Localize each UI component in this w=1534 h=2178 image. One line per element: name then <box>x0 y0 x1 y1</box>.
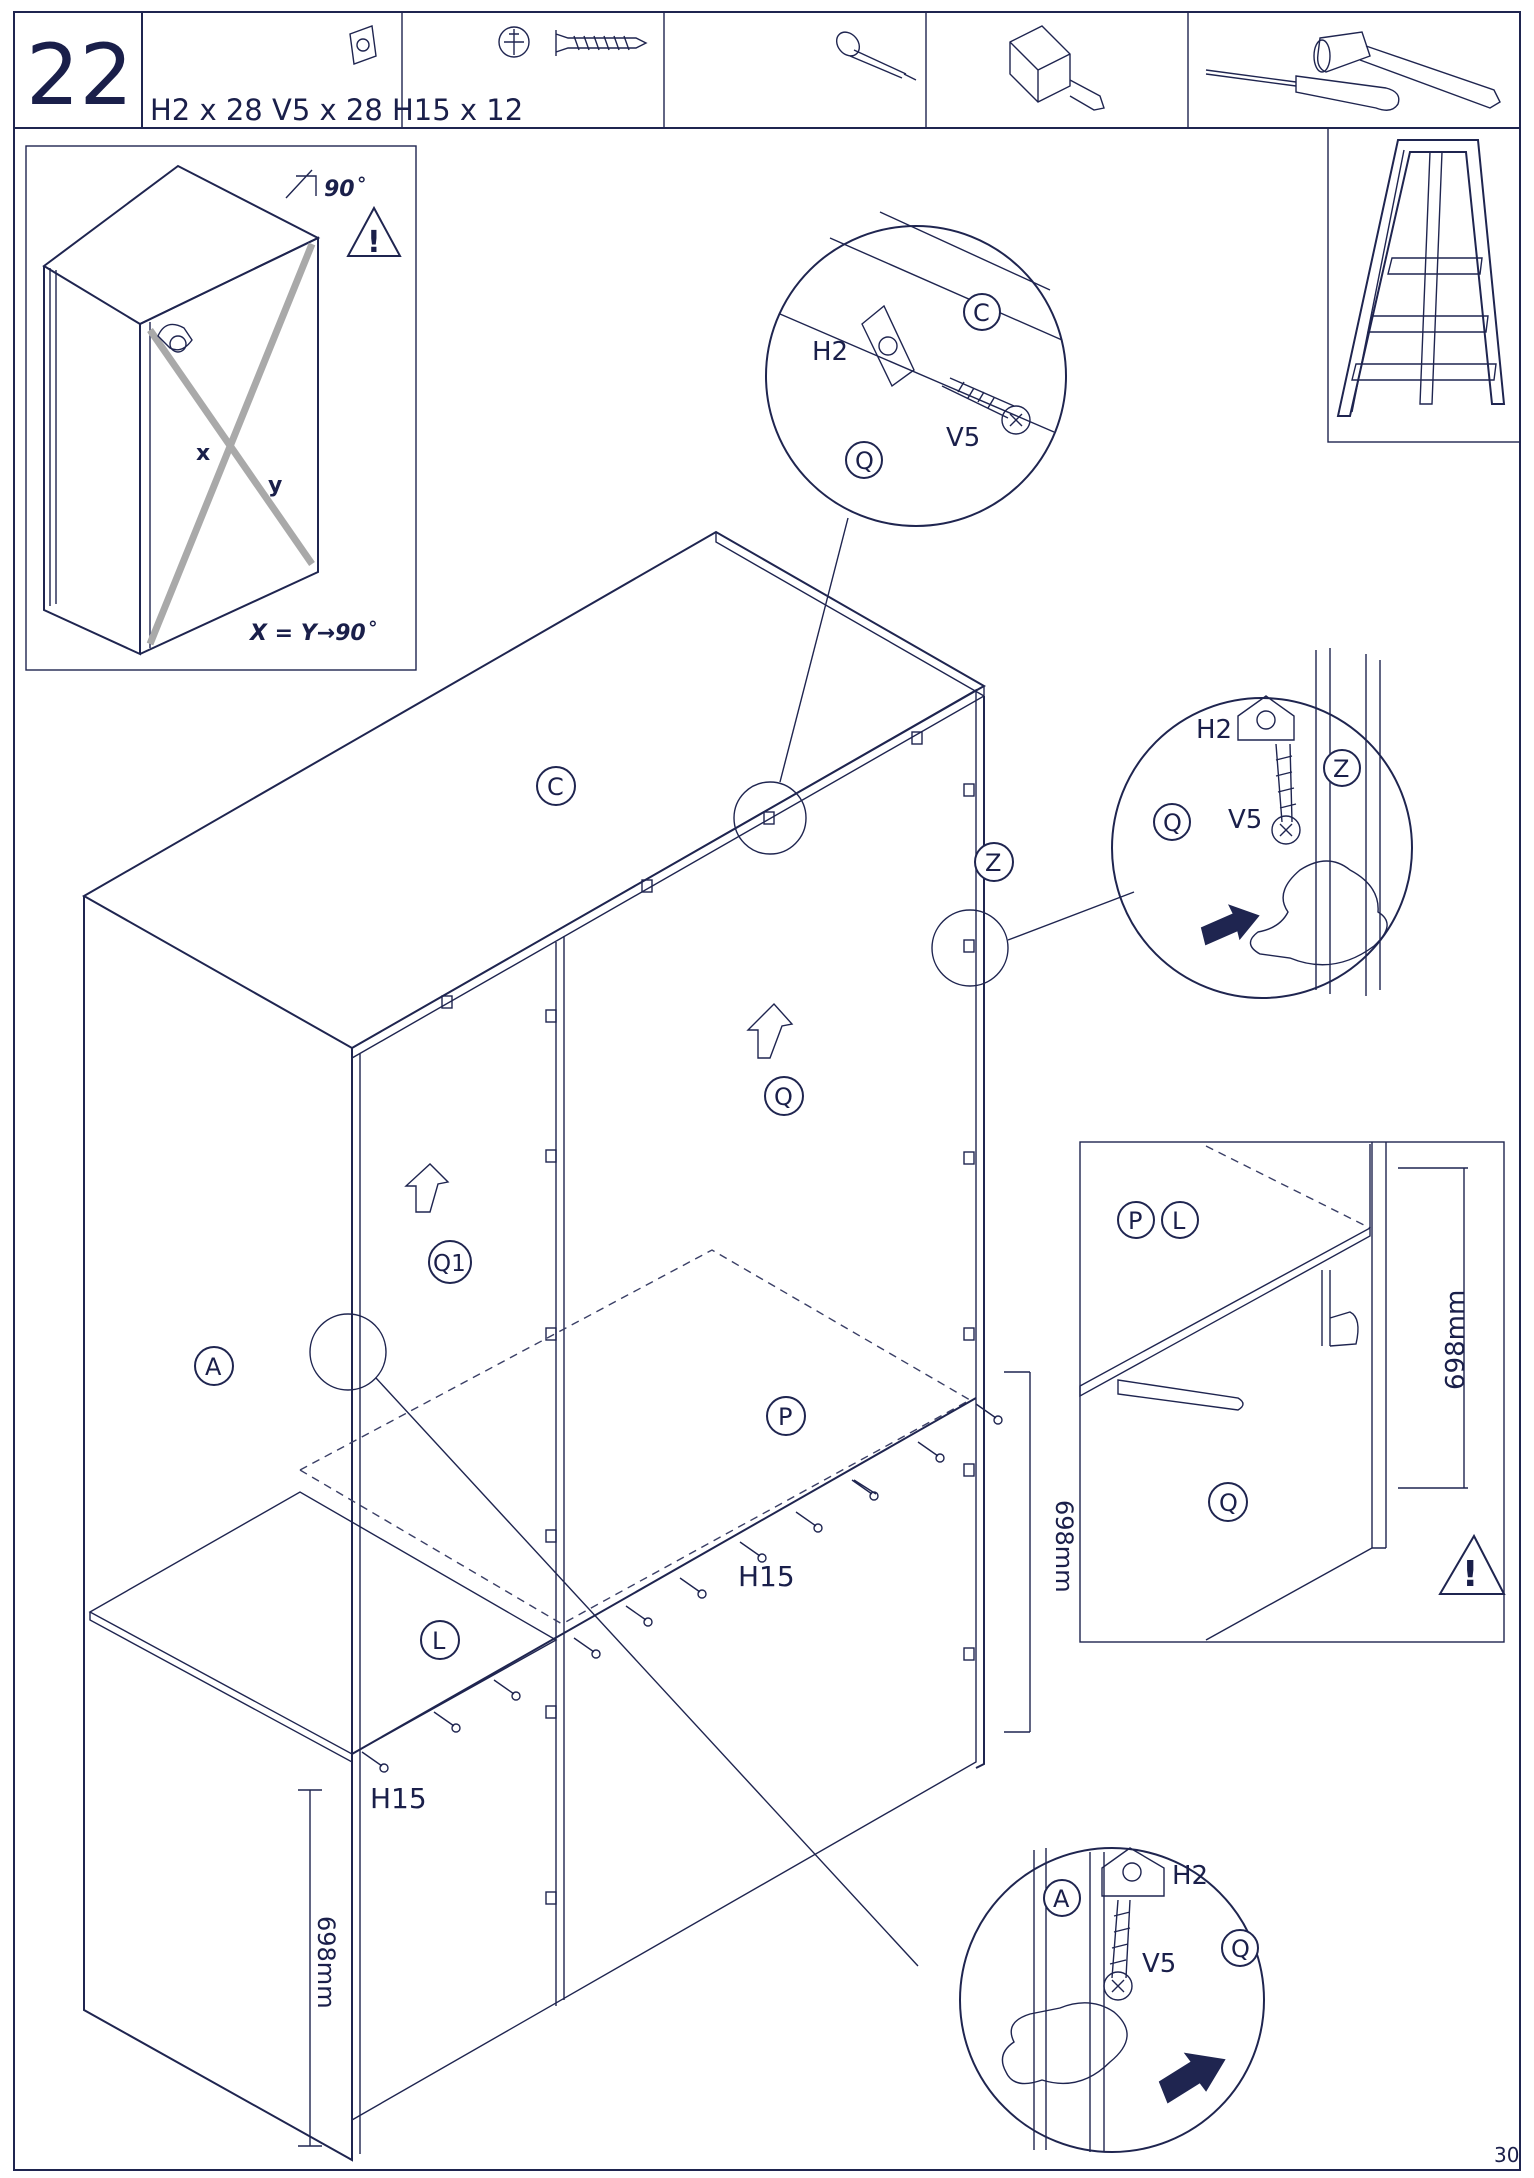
label-h15-lower: H15 <box>370 1782 427 1815</box>
label-h15-upper: H15 <box>738 1560 795 1593</box>
dim-left: 698mm <box>312 1916 340 2009</box>
label-q1: Q1 <box>433 1251 466 1277</box>
warning-icon: ! <box>346 205 402 260</box>
detail-label-l: L <box>1172 1207 1186 1235</box>
label-z: Z <box>985 849 1001 877</box>
svg-text:!: ! <box>367 225 381 260</box>
leader-lines <box>309 517 1135 1967</box>
dim-right: 698mm <box>1050 1500 1078 1593</box>
page-border <box>13 11 1521 2171</box>
ladder-panel <box>1327 127 1521 443</box>
shelf-pins-h15 <box>361 1403 1003 1773</box>
square-formula: X = Y→90˚ <box>248 620 377 646</box>
tape-measure-icon <box>1009 25 1105 111</box>
up-arrow-icon <box>746 1002 794 1059</box>
push-arrow-icon <box>1200 904 1260 946</box>
callout-top <box>765 211 1067 527</box>
diag-x-label: x <box>196 441 210 466</box>
main-cabinet: 698mm 698mm <box>81 530 1078 2162</box>
callout-bottom-v5: V5 <box>1142 1949 1176 1979</box>
screw-icon <box>498 26 648 58</box>
parts-summary: H2 x 28 V5 x 28 H15 x 12 <box>150 93 523 127</box>
callout-bottom-h2: H2 <box>1172 1861 1208 1891</box>
svg-text:!: ! <box>1462 1554 1478 1595</box>
callout-right <box>1111 648 1413 999</box>
cam-lock-icon <box>349 25 377 65</box>
nail-icon <box>835 31 917 81</box>
detail-dim: 698mm <box>1441 1290 1471 1390</box>
callout-top-v5: V5 <box>946 423 980 453</box>
label-c: C <box>547 773 564 801</box>
callout-bottom-q: Q <box>1231 1935 1250 1963</box>
screwdriver-icon <box>1205 69 1400 111</box>
label-q: Q <box>774 1083 793 1111</box>
top-edge-fittings <box>441 731 975 1905</box>
push-arrow-icon <box>1158 2052 1226 2104</box>
step-number: 22 <box>26 26 133 124</box>
main-part-badges <box>194 766 1014 1660</box>
callout-top-h2: H2 <box>812 337 848 367</box>
detail-inset: ! <box>1079 1141 1506 1643</box>
callout-right-h2: H2 <box>1196 715 1232 745</box>
callout-bottom-a: A <box>1053 1885 1070 1913</box>
page-number: 30 <box>1494 2143 1519 2167</box>
callout-right-v5: V5 <box>1228 805 1262 835</box>
callout-bottom <box>959 1847 1265 2153</box>
ladder-icon <box>1336 139 1506 417</box>
header-band: 22 H2 x 28 V5 x 28 H15 x 12 <box>14 12 1520 129</box>
hammer-icon <box>1313 31 1501 109</box>
detail-label-q: Q <box>1219 1489 1238 1517</box>
label-a: A <box>205 1353 222 1381</box>
up-arrow-icon <box>404 1163 450 1213</box>
square-check-inset: 90˚ ! x y X = Y→90˚ <box>25 145 417 671</box>
diagonal-y <box>146 242 316 646</box>
angle-label: 90˚ <box>324 176 366 202</box>
callout-right-q: Q <box>1163 809 1182 837</box>
callout-top-c: C <box>973 299 990 327</box>
diag-y-label: y <box>268 473 282 498</box>
label-l: L <box>432 1627 446 1655</box>
callout-top-q: Q <box>855 447 874 475</box>
label-p: P <box>778 1403 792 1431</box>
hand-icon <box>1001 2002 1128 2085</box>
callout-right-z: Z <box>1333 755 1349 783</box>
hand-icon <box>1249 860 1388 966</box>
detail-label-p: P <box>1128 1207 1142 1235</box>
